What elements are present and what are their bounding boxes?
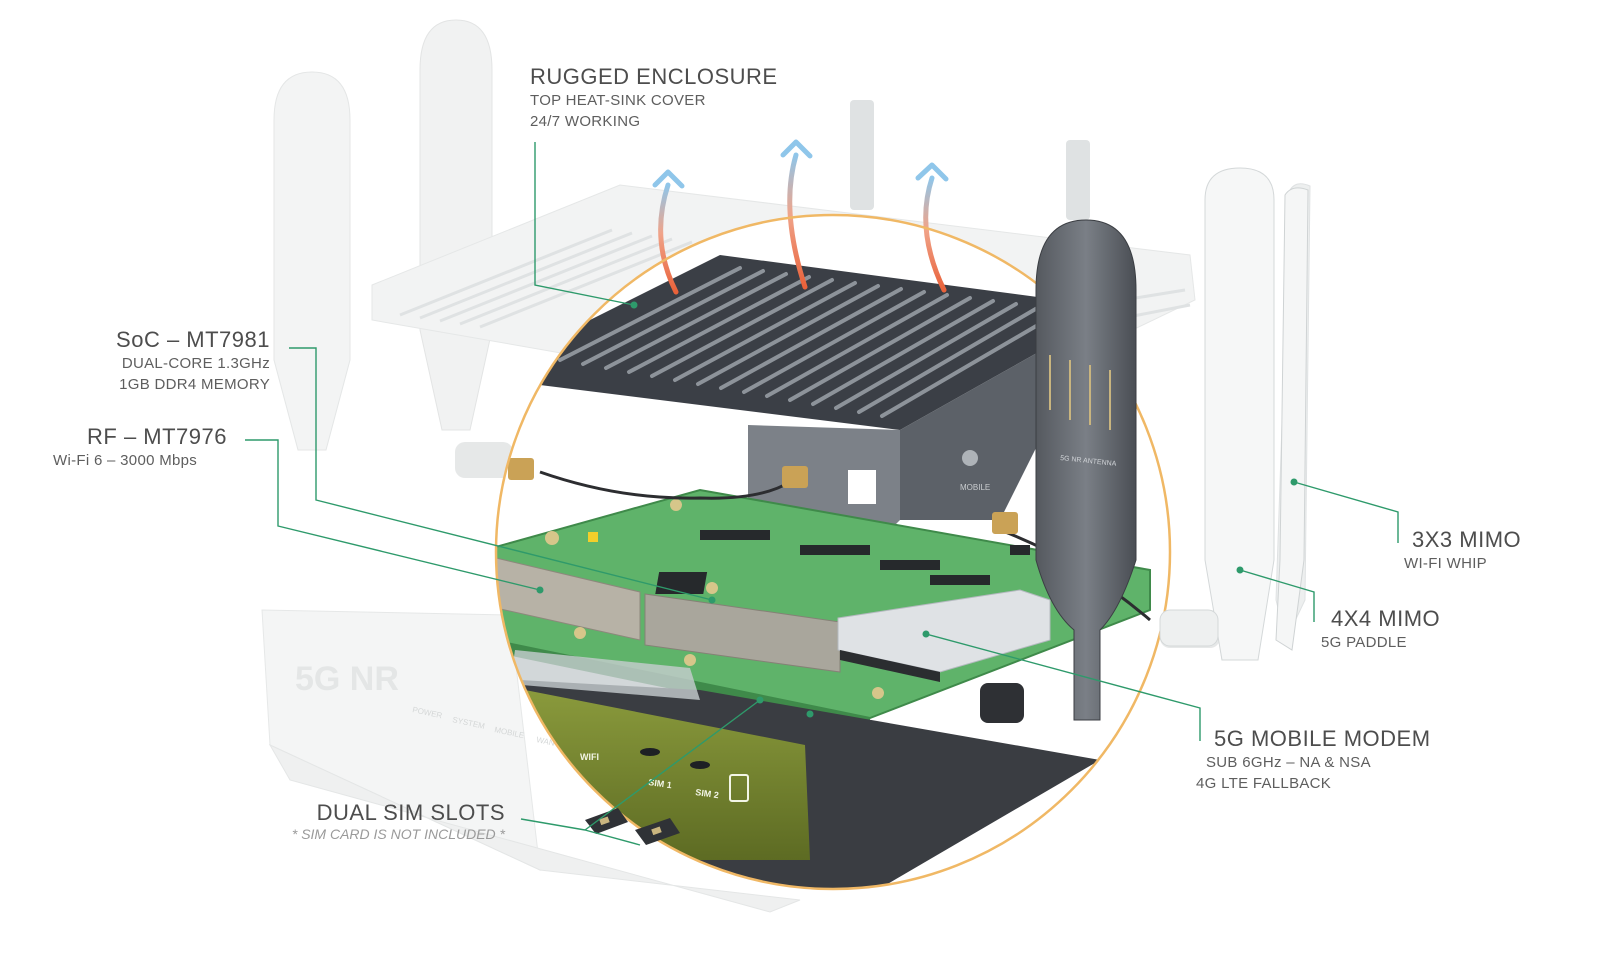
leader-whip xyxy=(1293,481,1399,543)
whip-line1: WI-FI WHIP xyxy=(1404,555,1487,572)
sim-note: * SIM CARD IS NOT INCLUDED * xyxy=(291,826,505,842)
sim-slots xyxy=(640,748,710,769)
enclosure-front-face xyxy=(900,340,1060,520)
modem-line2: 4G LTE FALLBACK xyxy=(1196,775,1332,792)
paddle-title: 4X4 MIMO xyxy=(1331,606,1441,631)
svg-text:SIM 2: SIM 2 xyxy=(695,787,720,800)
airflow-arrow-3 xyxy=(923,175,947,293)
heatsink-fins xyxy=(558,266,1057,418)
leader-enclosure xyxy=(534,142,635,306)
svg-text:WAN: WAN xyxy=(536,735,556,748)
label-rf: RF – MT7976 Wi-Fi 6 – 3000 Mbps xyxy=(53,424,227,471)
rf-line1: Wi-Fi 6 – 3000 Mbps xyxy=(53,452,198,469)
bottom-plate-faded xyxy=(268,743,801,913)
soc-line1: DUAL-CORE 1.3GHz xyxy=(121,355,270,372)
airflow-arrow-1 xyxy=(658,182,679,295)
soc-title: SoC – MT7981 xyxy=(116,327,270,352)
label-rugged-enclosure: RUGGED ENCLOSURE TOP HEAT-SINK COVER 24/… xyxy=(530,64,778,132)
enclosure-title: RUGGED ENCLOSURE xyxy=(530,64,778,89)
antenna-cable xyxy=(539,470,791,500)
leader-lines xyxy=(245,142,1399,846)
svg-text:WIFI: WIFI xyxy=(580,752,599,762)
leader-soc xyxy=(289,347,713,601)
modem-title: 5G MOBILE MODEM xyxy=(1214,726,1431,751)
connector-post-right xyxy=(1159,609,1219,647)
enclosure-port xyxy=(848,470,876,504)
rf-title: RF – MT7976 xyxy=(87,424,227,449)
leader-rf xyxy=(245,439,541,591)
zoom-ring xyxy=(494,213,1172,891)
mobile-port-label: MOBILE xyxy=(960,483,990,492)
leader-paddle xyxy=(1239,569,1315,622)
label-dual-sim: DUAL SIM SLOTS * SIM CARD IS NOT INCLUDE… xyxy=(292,800,505,842)
soc-line2: 1GB DDR4 MEMORY xyxy=(119,376,270,393)
bezel-markings: WIFI SIM 1 SIM 2 xyxy=(580,752,719,800)
enclosure-line1: TOP HEAT-SINK COVER xyxy=(530,92,706,109)
sim-title: DUAL SIM SLOTS xyxy=(316,800,505,825)
svg-text:SIM 1: SIM 1 xyxy=(648,777,673,790)
sma-connectors xyxy=(508,458,1018,534)
leader-sim-slot xyxy=(584,699,761,831)
sma-connector xyxy=(962,450,978,466)
leader-sim-1 xyxy=(520,818,586,831)
pcb-board xyxy=(496,488,1151,720)
modem-connector xyxy=(840,650,940,682)
airflow-arrowheads xyxy=(652,139,949,189)
label-soc: SoC – MT7981 DUAL-CORE 1.3GHz 1GB DDR4 M… xyxy=(116,327,270,395)
leader-dots xyxy=(536,301,1298,718)
antenna-back-thin-1 xyxy=(850,100,874,210)
leader-modem xyxy=(925,633,1201,741)
airflow-arrows xyxy=(658,152,947,295)
antenna-back-left-2 xyxy=(419,19,493,431)
paddle-antenna-right xyxy=(1204,167,1275,661)
paddle-antenna-5g: 5G NR ANTENNA xyxy=(1035,219,1137,721)
label-4x4-mimo: 4X4 MIMO 5G PADDLE xyxy=(1321,606,1440,653)
sim-icon xyxy=(729,774,749,802)
rf-shield-can xyxy=(496,557,641,641)
whip-antenna-wifi xyxy=(1275,187,1309,651)
pcb-screw-holes xyxy=(545,499,884,699)
antenna-back-left-1 xyxy=(273,71,351,451)
modem-line1: SUB 6GHz – NA & NSA xyxy=(1206,754,1371,771)
faded-5g-logo: 5G NR xyxy=(295,660,399,698)
label-5g-modem: 5G MOBILE MODEM SUB 6GHz – NA & NSA 4G L… xyxy=(1196,726,1431,794)
sim-cards xyxy=(585,808,680,845)
enclosure-line2: 24/7 WORKING xyxy=(530,113,641,130)
whip-title: 3X3 MIMO xyxy=(1412,527,1522,552)
antenna-back-thin-2 xyxy=(1066,140,1090,220)
modem-module xyxy=(837,589,1051,673)
connector-post-faded xyxy=(455,442,513,478)
soc-shield-can xyxy=(644,593,841,673)
paddle-line1: 5G PADDLE xyxy=(1321,634,1407,651)
label-3x3-mimo: 3X3 MIMO WI-FI WHIP xyxy=(1404,527,1521,574)
light-pipes xyxy=(510,650,700,700)
pcb-component xyxy=(588,532,598,542)
zoom-detail: MOBILE xyxy=(496,215,1170,889)
leader-sim-2 xyxy=(584,829,641,846)
sma-connector-bottom xyxy=(980,683,1024,723)
airflow-arrow-2 xyxy=(787,152,808,290)
